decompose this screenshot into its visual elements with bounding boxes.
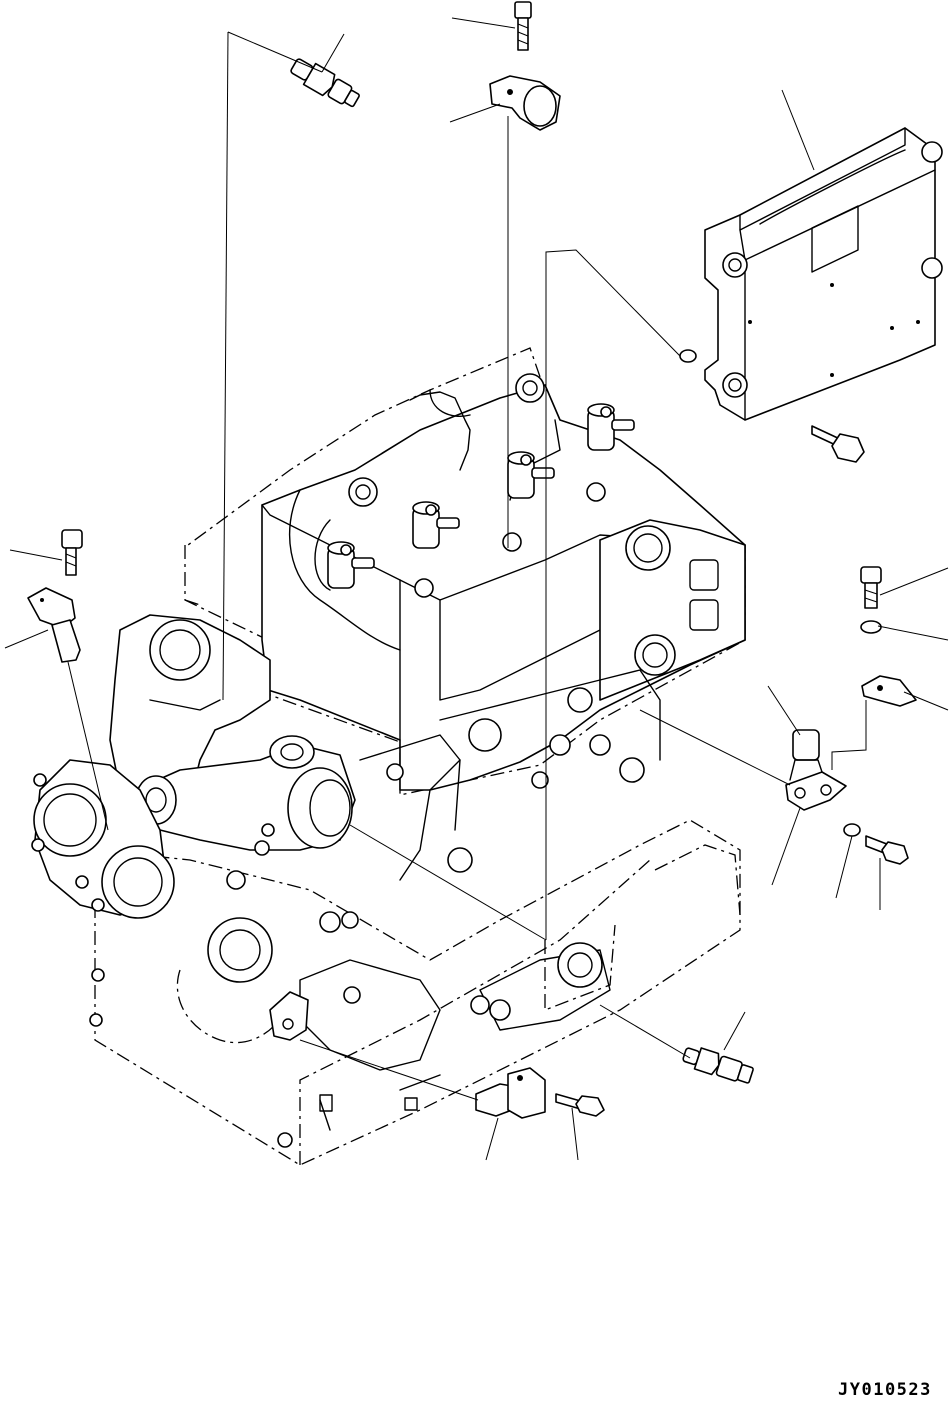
- washer: [679, 349, 697, 363]
- bolt: [860, 566, 882, 609]
- engine-block: [31, 347, 746, 1166]
- engine-controller: [704, 127, 943, 421]
- fuel-injector: [327, 541, 375, 589]
- mounting-bracket: [785, 729, 847, 811]
- fuel-injector: [587, 403, 635, 451]
- bolt: [555, 1093, 605, 1117]
- bolt: [61, 529, 83, 576]
- washer: [860, 620, 882, 634]
- fuel-injector: [412, 501, 460, 549]
- drawing-number: JY010523: [838, 1380, 932, 1400]
- sensor-mount: [269, 991, 309, 1041]
- bolt: [514, 1, 532, 51]
- speed-sensor: [489, 75, 561, 131]
- temperature-sensor: [682, 1047, 754, 1084]
- speed-sensor: [861, 675, 917, 707]
- pressure-sensor: [290, 58, 360, 108]
- washer: [843, 823, 861, 837]
- fuel-injector-row: [327, 403, 635, 598]
- bolt: [865, 835, 909, 865]
- fuel-injector: [507, 451, 555, 499]
- bolt: [811, 425, 865, 463]
- speed-sensor: [27, 587, 81, 663]
- speed-sensor: [475, 1067, 546, 1119]
- leader-lines: [4, 17, 949, 1161]
